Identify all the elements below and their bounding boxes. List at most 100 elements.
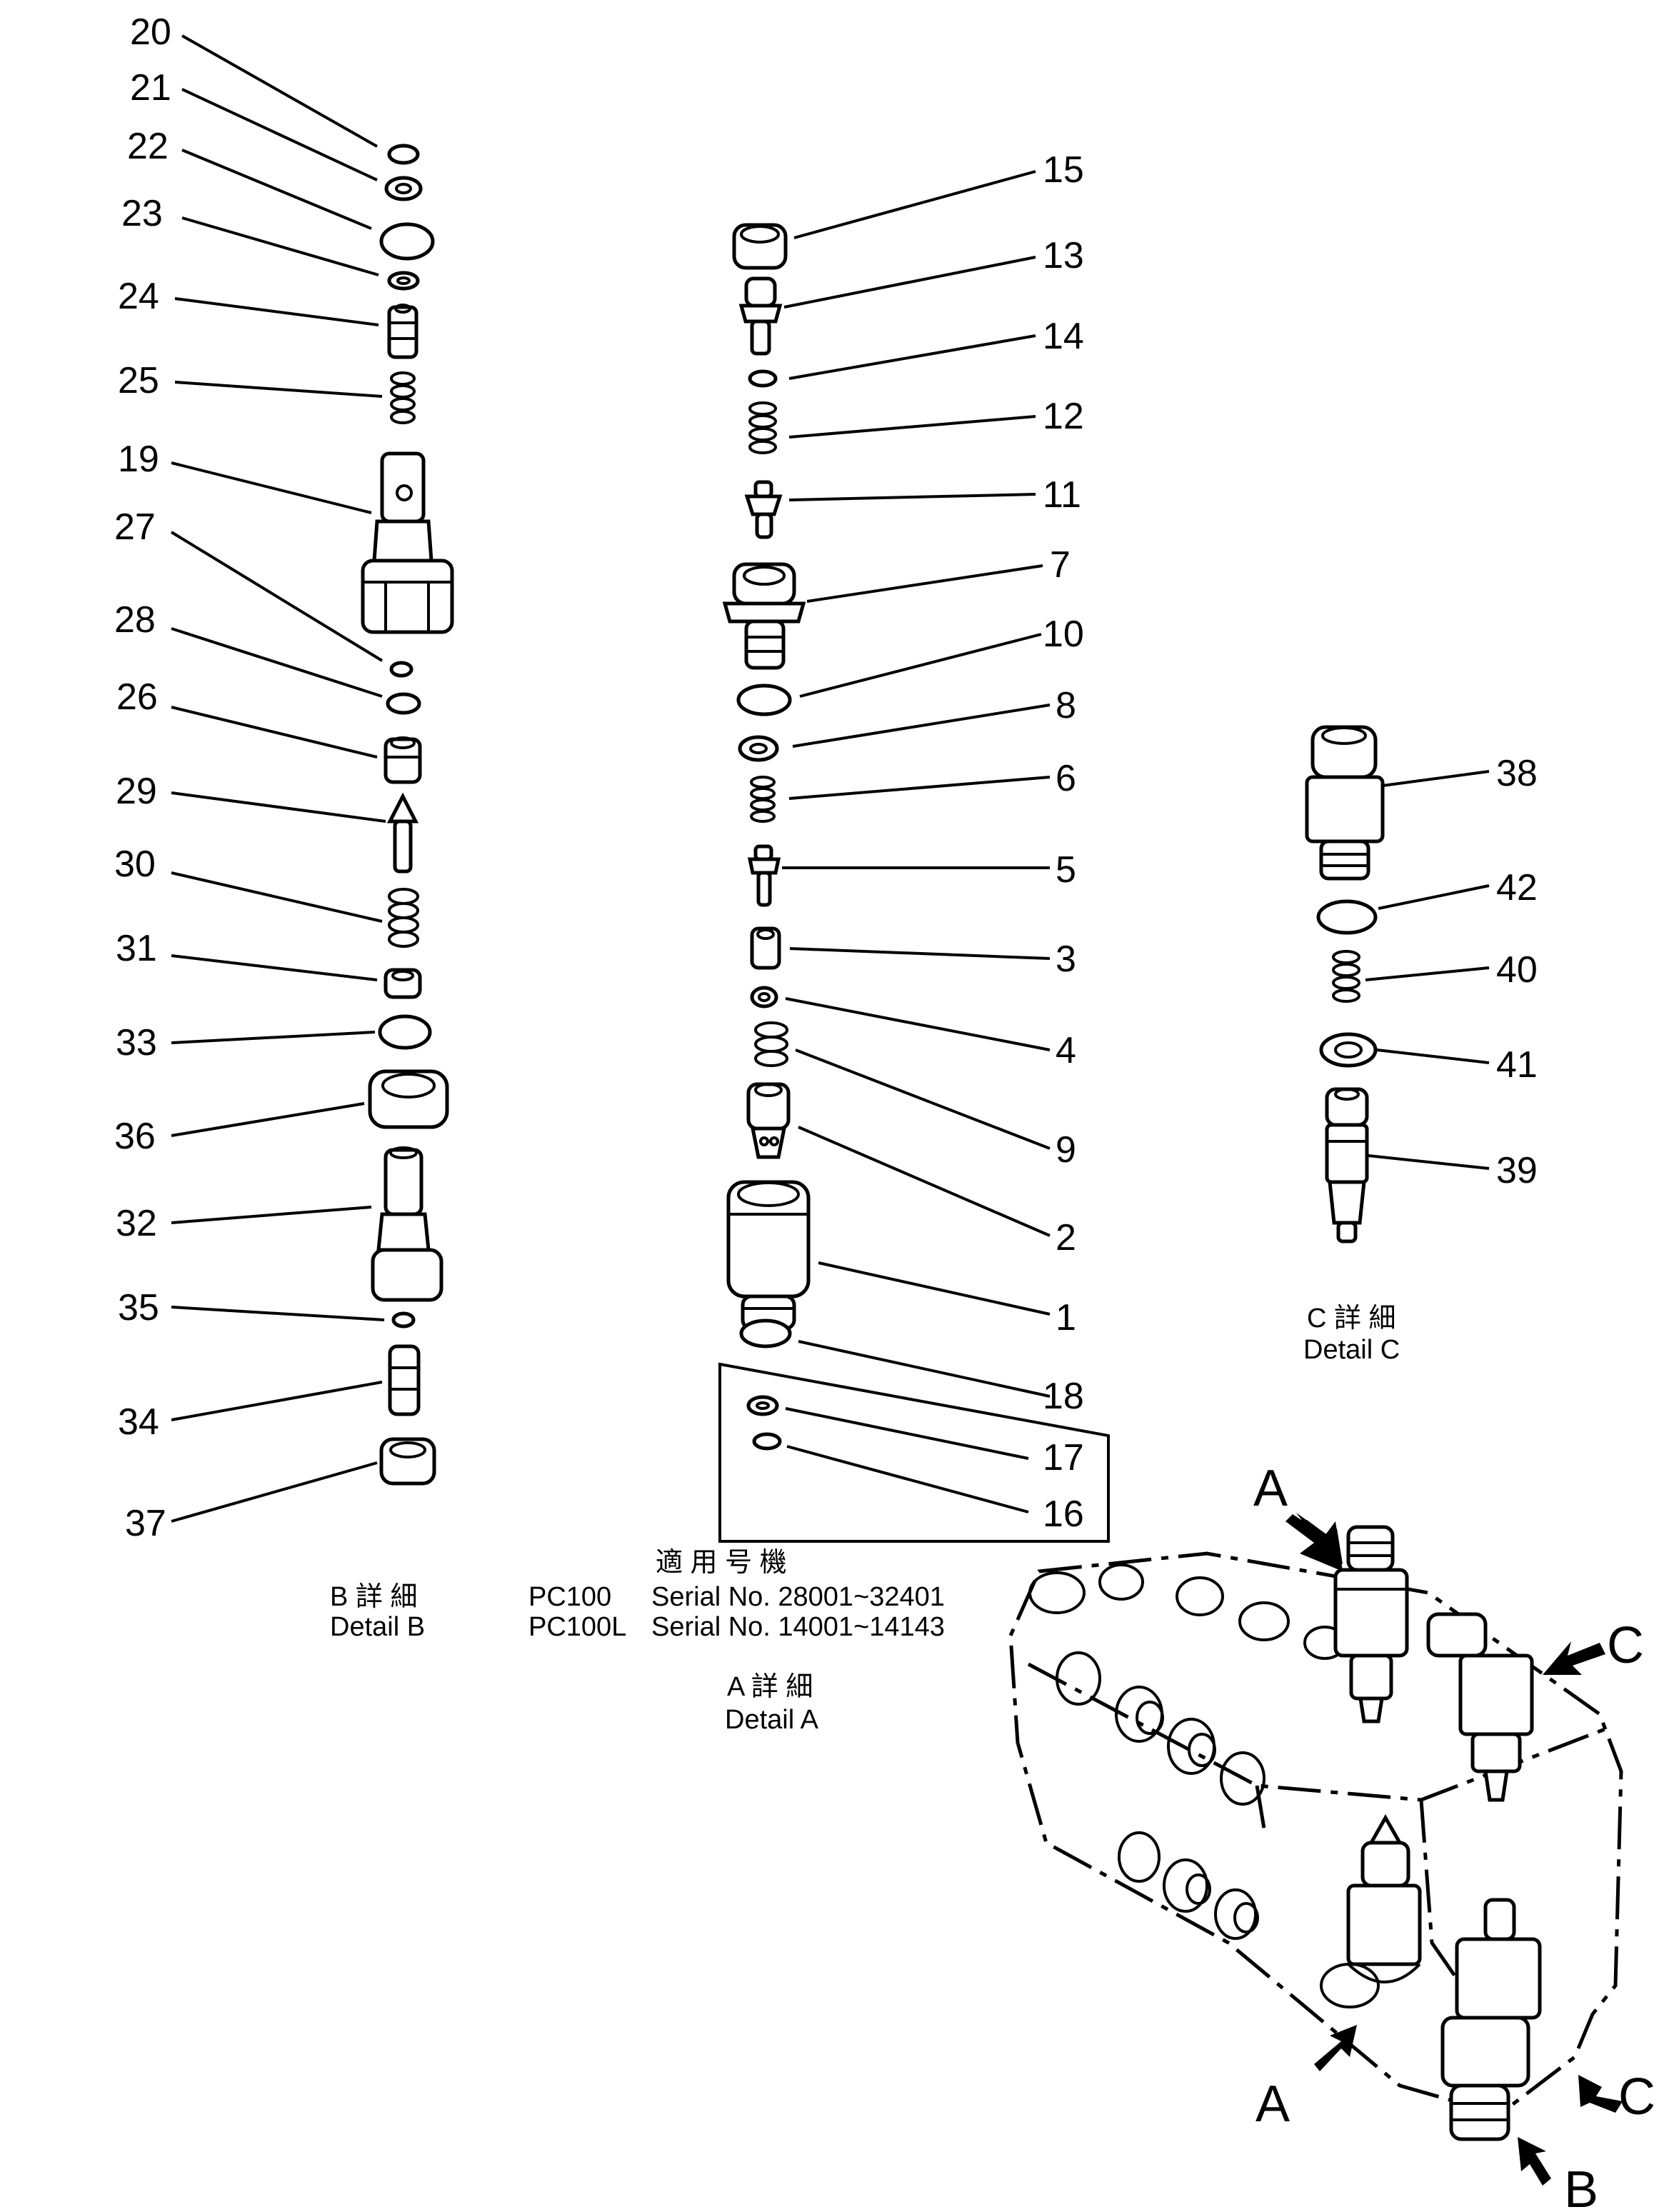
arrow-c-bottom: [1578, 2075, 1623, 2113]
callout-23: 23: [121, 193, 163, 234]
detail-c-caption-jp: C 詳 細: [1307, 1303, 1396, 1333]
callout-18: 18: [1043, 1376, 1084, 1417]
callout-5: 5: [1056, 849, 1076, 891]
part-40-spring: [1332, 950, 1360, 1003]
callout-11: 11: [1043, 474, 1081, 516]
part-28-oring: [386, 692, 421, 715]
callout-4: 4: [1056, 1030, 1076, 1071]
view-label-a-bottom: A: [1255, 2076, 1290, 2133]
part-11-poppet: [744, 480, 783, 539]
callout-27: 27: [114, 506, 156, 548]
callout-17: 17: [1043, 1437, 1084, 1478]
part-34-plug: [388, 1344, 421, 1416]
detail-b-caption-jp: B 詳 細: [330, 1582, 417, 1612]
part-42-oring: [1316, 899, 1378, 935]
callout-34: 34: [118, 1401, 159, 1443]
callout-12: 12: [1043, 396, 1084, 437]
part-26-seat: [384, 736, 422, 784]
part-8-washer: [738, 735, 779, 762]
detail-c-parts: [1305, 725, 1385, 1243]
captions: B 詳 細 Detail B 適 用 号 機 PC100 Serial No. …: [330, 1303, 1400, 1735]
assembly-valve-cb-lower: [1440, 1898, 1542, 2141]
part-33-oring: [378, 1014, 432, 1050]
detail-b-parts: [361, 144, 454, 1486]
part-27-oring: [389, 661, 414, 678]
callout-33: 33: [116, 1022, 157, 1064]
callout-9: 9: [1056, 1129, 1076, 1171]
applicability-serial-1: Serial No. 28001~32401: [651, 1582, 945, 1612]
part-23-washer: [387, 271, 420, 291]
part-38-body: [1305, 725, 1385, 881]
callout-24: 24: [118, 276, 159, 317]
part-21-washer: [384, 176, 423, 201]
applicability-heading: 適 用 号 機: [656, 1548, 787, 1578]
callout-30: 30: [114, 844, 156, 885]
part-37-nut: [379, 1437, 436, 1486]
part-30-spring: [388, 888, 419, 948]
callout-19: 19: [118, 439, 159, 480]
part-15-cap: [732, 223, 788, 270]
part-1-body: [726, 1180, 811, 1331]
callout-6: 6: [1056, 758, 1076, 799]
applicability-frame: [718, 1362, 1110, 1543]
callout-3: 3: [1056, 939, 1076, 980]
part-31-collar: [384, 968, 422, 999]
detail-b-caption: Detail B: [330, 1612, 425, 1642]
part-18-oring: [739, 1318, 792, 1348]
view-label-b-bottom: B: [1564, 2161, 1598, 2212]
applicability-model-1: PC100: [528, 1582, 611, 1612]
part-9-spring: [754, 1021, 788, 1067]
part-17-washer: [746, 1395, 779, 1416]
callout-numbers: 20 21 22 23 24 25 19 27 28 26 29 30 31 3…: [114, 11, 1538, 1544]
callout-14: 14: [1043, 316, 1084, 357]
part-32-body: [371, 1146, 443, 1302]
callout-36: 36: [114, 1116, 156, 1157]
part-14-oring: [748, 369, 778, 388]
callout-35: 35: [118, 1287, 159, 1328]
part-29-poppet: [386, 792, 419, 874]
callout-1: 1: [1056, 1297, 1076, 1338]
part-2-piston: [746, 1082, 791, 1159]
callout-40: 40: [1496, 949, 1538, 991]
part-10-oring: [736, 684, 792, 716]
part-13-screw: [738, 276, 783, 356]
part-3-sleeve: [750, 926, 781, 970]
arrow-a-bottom: [1314, 2025, 1357, 2071]
part-4-washer: [750, 986, 778, 1009]
view-label-c-top: C: [1607, 1617, 1644, 1674]
detail-c-caption: Detail C: [1303, 1335, 1400, 1365]
part-16-oring: [752, 1432, 782, 1451]
callout-39: 39: [1496, 1150, 1538, 1191]
detail-a-parts: [718, 223, 1110, 1543]
callout-8: 8: [1056, 685, 1076, 726]
part-41-washer: [1319, 1032, 1378, 1068]
detail-c-leaders: [1365, 770, 1490, 1170]
part-20-oring: [387, 144, 420, 165]
callout-28: 28: [114, 599, 156, 641]
callout-37: 37: [125, 1503, 166, 1544]
part-22-oring: [379, 222, 435, 261]
callout-16: 16: [1043, 1493, 1084, 1535]
applicability-model-2: PC100L: [528, 1612, 626, 1642]
detail-a-leaders: [782, 170, 1051, 1513]
callout-31: 31: [116, 928, 157, 969]
callout-20: 20: [130, 11, 171, 53]
part-7-body: [722, 562, 806, 670]
part-12-spring: [748, 401, 777, 454]
part-25-spring: [390, 371, 416, 424]
callout-26: 26: [116, 676, 158, 718]
detail-b-leaders: [170, 34, 386, 1523]
callout-32: 32: [116, 1203, 157, 1244]
part-6-spring: [750, 776, 776, 823]
callout-38: 38: [1496, 753, 1538, 794]
callout-10: 10: [1043, 614, 1084, 655]
callout-7: 7: [1050, 544, 1071, 586]
callout-29: 29: [116, 771, 157, 812]
arrow-a-top: [1285, 1513, 1343, 1571]
arrow-b-bottom: [1518, 2137, 1551, 2186]
detail-a-caption: Detail A: [725, 1705, 819, 1735]
part-5-pin: [747, 844, 781, 907]
assembly-valve-a-lower: [1320, 1813, 1422, 2008]
callout-41: 41: [1496, 1044, 1538, 1086]
